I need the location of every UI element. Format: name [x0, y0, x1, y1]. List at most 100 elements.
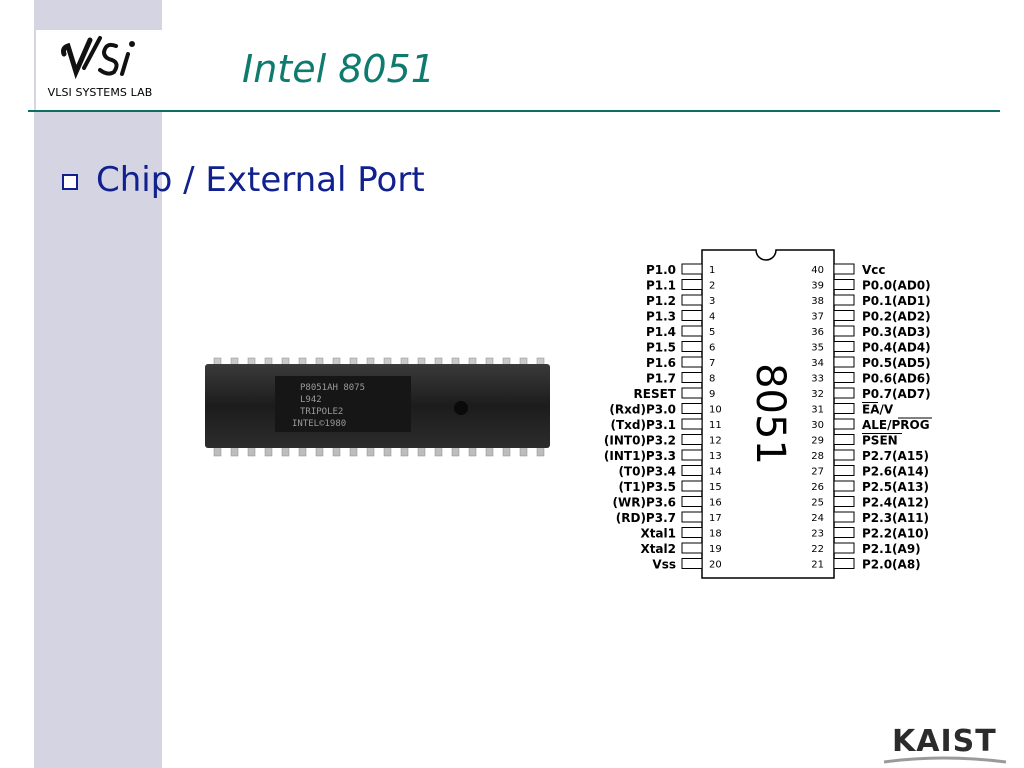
pin-stub [681, 418, 703, 430]
pin-stub [681, 279, 703, 290]
pin-name: (WR)P3.6 [613, 496, 677, 510]
pin-stub [681, 310, 703, 321]
pin-stub [681, 372, 703, 383]
pin-stub [681, 480, 703, 492]
pin-stub [833, 279, 855, 290]
pin-name: P2.7(A15) [862, 449, 929, 463]
vlsi-lab-logo: VLSI SYSTEMS LAB [36, 30, 164, 110]
vlsi-logo-mark [61, 36, 135, 80]
pin-number: 5 [709, 327, 715, 338]
square-bullet-icon [62, 174, 78, 190]
ic-outline [701, 249, 835, 579]
pin-name: (Txd)P3.1 [610, 418, 676, 432]
pin-number: 30 [811, 420, 824, 431]
pin-stub [681, 449, 703, 461]
pin-stub [833, 325, 855, 337]
pin-name: P2.0(A8) [862, 558, 921, 572]
pinout-diagram: 8051 1P1.02P1.13P1.24P1.35P1.46P1.57P1.6… [604, 249, 932, 579]
pin-number: 29 [811, 436, 824, 447]
pin-name: Vcc [862, 263, 886, 277]
pin-number: 4 [709, 312, 715, 323]
pin-stub [833, 449, 855, 461]
pin-name: Xtal1 [640, 527, 676, 541]
pin-number: 36 [811, 327, 824, 338]
pin-name: P1.6 [646, 356, 676, 370]
pin-number: 13 [709, 451, 722, 462]
pin-stub [833, 341, 855, 352]
pin-stub [681, 465, 703, 476]
chip-marking-line-4: INTEL©1980 [292, 419, 346, 429]
pin-stub [681, 341, 703, 352]
pin-name: PSEN [862, 434, 898, 448]
pin-name: P1.5 [646, 341, 676, 355]
kaist-logo: KAIST [882, 720, 1008, 766]
pin-stub [833, 480, 855, 492]
pin-stub [833, 356, 855, 368]
kaist-wordmark: KAIST [892, 724, 997, 759]
pin-stub [833, 310, 855, 321]
pin-name: (T0)P3.4 [618, 465, 676, 479]
pin-number: 35 [811, 343, 824, 354]
pin-stub [833, 527, 855, 538]
bullet-item: Chip / External Port [36, 160, 425, 200]
pin-name: P1.0 [646, 263, 676, 277]
pin-stub [681, 294, 703, 306]
pin-stub [681, 263, 703, 275]
pin-stub [681, 325, 703, 337]
pin-name: (INT0)P3.2 [604, 434, 676, 448]
pin-number: 9 [709, 389, 715, 400]
pin-name: P0.6(AD6) [862, 372, 931, 386]
chip-photo: P8051AH 8075 L942 TRIPOLE2 INTEL©1980 [205, 357, 550, 457]
pin-name: P0.2(AD2) [862, 310, 931, 324]
pin-name: P1.1 [646, 279, 676, 293]
pin-stub [681, 511, 703, 523]
pin-name: Xtal2 [640, 542, 676, 556]
pin-name: P2.3(A11) [862, 511, 929, 525]
pin-name: P2.5(A13) [862, 480, 929, 494]
pin-number: 15 [709, 482, 722, 493]
pin-name: (INT1)P3.3 [604, 449, 676, 463]
pin-name: P0.3(AD3) [862, 325, 931, 339]
pin-number: 39 [811, 281, 824, 292]
pin-name: P1.2 [646, 294, 676, 308]
pin-name: EA/V [862, 403, 894, 417]
pin-name: P2.2(A10) [862, 527, 929, 541]
pin-number: 27 [811, 467, 824, 478]
pin-number: 1 [709, 265, 715, 276]
pin-number: 34 [811, 358, 824, 369]
pin-number: 33 [811, 374, 824, 385]
bullet-text: Chip / External Port [96, 160, 425, 200]
pin-name: P2.1(A9) [862, 542, 921, 556]
pin-number: 23 [811, 529, 824, 540]
pin-number: 10 [709, 405, 722, 416]
pin-stub [681, 527, 703, 538]
pin-name: P1.4 [646, 325, 676, 339]
pin-stub [833, 496, 855, 507]
pin-name: P0.5(AD5) [862, 356, 931, 370]
pin-name: P1.7 [646, 372, 676, 386]
pin-stub [681, 496, 703, 507]
pin-stub [833, 434, 855, 445]
pin-stub [833, 542, 855, 554]
pin-number: 20 [709, 560, 722, 571]
chip-notch [454, 401, 468, 415]
slide-title: Intel 8051 [242, 47, 435, 91]
pin-name: ALE/PROG [862, 418, 930, 432]
pin-number: 40 [811, 265, 824, 276]
side-bar [34, 0, 162, 768]
pin-stub [681, 542, 703, 554]
pin-name: (RD)P3.7 [616, 511, 676, 525]
pin-number: 26 [811, 482, 824, 493]
pin-name: P0.1(AD1) [862, 294, 931, 308]
pin-stub [681, 387, 703, 399]
pin-name: P0.7(AD7) [862, 387, 931, 401]
pin-stub [681, 434, 703, 445]
pin-number: 38 [811, 296, 824, 307]
pin-stub [681, 558, 703, 569]
pin-stub [833, 387, 855, 399]
chip-pins-top [213, 357, 545, 367]
pin-number: 32 [811, 389, 824, 400]
chip-pins-bottom [213, 445, 545, 457]
pin-number: 25 [811, 498, 824, 509]
